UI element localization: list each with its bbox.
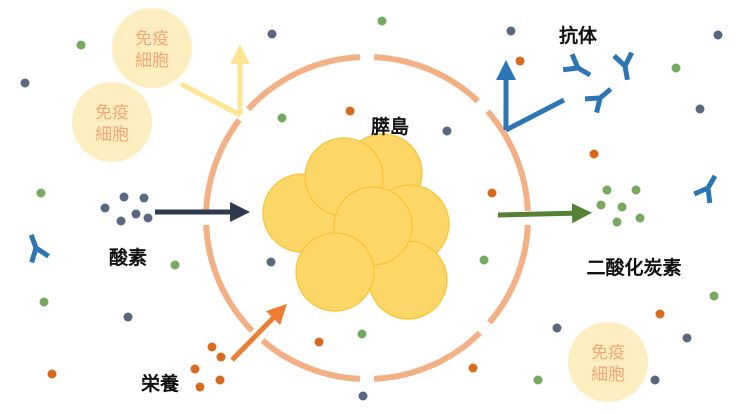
membrane-segment xyxy=(203,224,255,333)
molecule-dot xyxy=(100,203,110,213)
molecule-dot xyxy=(277,113,287,123)
membrane-segment xyxy=(487,224,531,325)
molecule-dot xyxy=(357,329,367,339)
molecule-dot xyxy=(709,291,719,301)
molecule-dot xyxy=(671,63,681,73)
molecule-dot xyxy=(506,26,516,36)
molecule-dot xyxy=(552,323,562,333)
nutrients-label: 栄養 xyxy=(140,372,180,395)
co2-label: 二酸化炭素 xyxy=(586,256,681,279)
molecule-dot xyxy=(195,382,205,392)
immune-cell-label: 細胞 xyxy=(591,365,625,385)
molecule-dot xyxy=(207,342,217,352)
molecule-dot xyxy=(358,391,368,401)
molecule-dot xyxy=(682,333,692,343)
molecule-dot xyxy=(515,56,525,66)
molecule-dot xyxy=(345,106,355,116)
molecule-dot xyxy=(617,202,627,212)
molecule-dot xyxy=(139,193,149,203)
molecule-dot xyxy=(170,260,180,270)
molecule-dot xyxy=(131,209,141,219)
islet-cell xyxy=(295,232,375,312)
molecule-dot xyxy=(267,29,277,39)
molecule-dot xyxy=(468,363,478,373)
molecule-dot xyxy=(442,126,452,136)
immune-cells: 免疫 細胞 免疫 細胞 免疫 細胞 xyxy=(72,8,648,402)
molecule-dot xyxy=(635,213,645,223)
immune-cell-label: 細胞 xyxy=(135,51,169,71)
molecule-dot xyxy=(713,30,723,40)
molecule-dot xyxy=(377,16,387,26)
molecule-dot xyxy=(143,213,153,223)
molecule-dot xyxy=(589,149,599,159)
membrane-segment xyxy=(485,109,531,212)
molecule-dot xyxy=(216,352,226,362)
molecule-dot xyxy=(119,192,129,202)
molecule-dot xyxy=(655,309,665,319)
antibody-icon xyxy=(562,53,592,78)
molecule-dot xyxy=(47,369,57,379)
antibody-icon xyxy=(693,174,718,204)
immune-cell-label: 免疫 xyxy=(591,343,625,363)
antibody-icon xyxy=(584,87,613,114)
capsule-membrane xyxy=(203,54,531,382)
molecule-dot xyxy=(20,78,30,88)
antibody-icon xyxy=(28,233,50,264)
immune-cell: 免疫 細胞 xyxy=(568,322,648,402)
molecule-dot xyxy=(76,40,86,50)
islet-cells xyxy=(262,133,450,320)
molecule-dot xyxy=(487,188,497,198)
molecule-dot xyxy=(479,255,489,265)
antibody-icon xyxy=(612,51,635,81)
islet-label: 膵島 xyxy=(371,115,409,138)
immune-y-blocked-icon xyxy=(179,44,250,118)
immune-cell: 免疫 細胞 xyxy=(72,82,152,162)
co2-arrow xyxy=(497,203,592,224)
membrane-segment xyxy=(373,54,480,104)
molecule-dot xyxy=(39,297,49,307)
molecule-dot xyxy=(36,188,46,198)
immune-cell: 免疫 細胞 xyxy=(112,8,192,88)
molecule-dot xyxy=(695,104,705,114)
oxygen-label: 酸素 xyxy=(109,246,147,269)
membrane-segment xyxy=(246,54,361,112)
molecule-dot xyxy=(314,337,324,347)
molecule-dot xyxy=(116,216,126,226)
membrane-segment xyxy=(203,118,242,212)
molecules xyxy=(20,16,723,401)
molecule-dot xyxy=(631,185,641,195)
membrane-segment xyxy=(260,338,361,382)
molecule-dot xyxy=(266,257,276,267)
molecule-dot xyxy=(650,375,660,385)
antibody-label: 抗体 xyxy=(559,24,598,47)
immune-cell-label: 細胞 xyxy=(95,125,129,145)
molecule-dot xyxy=(215,375,225,385)
antibody-blocked-icon xyxy=(496,60,566,133)
molecule-dot xyxy=(612,217,622,227)
molecule-dot xyxy=(602,185,612,195)
molecule-dot xyxy=(596,200,606,210)
molecule-dot xyxy=(533,375,543,385)
nutrient-arrow xyxy=(230,303,287,362)
molecule-dot xyxy=(123,312,133,322)
immune-cell-label: 免疫 xyxy=(135,29,169,49)
immune-cell-label: 免疫 xyxy=(95,103,129,123)
membrane-segment xyxy=(373,330,482,382)
molecule-dot xyxy=(190,364,200,374)
antibodies xyxy=(28,51,718,264)
